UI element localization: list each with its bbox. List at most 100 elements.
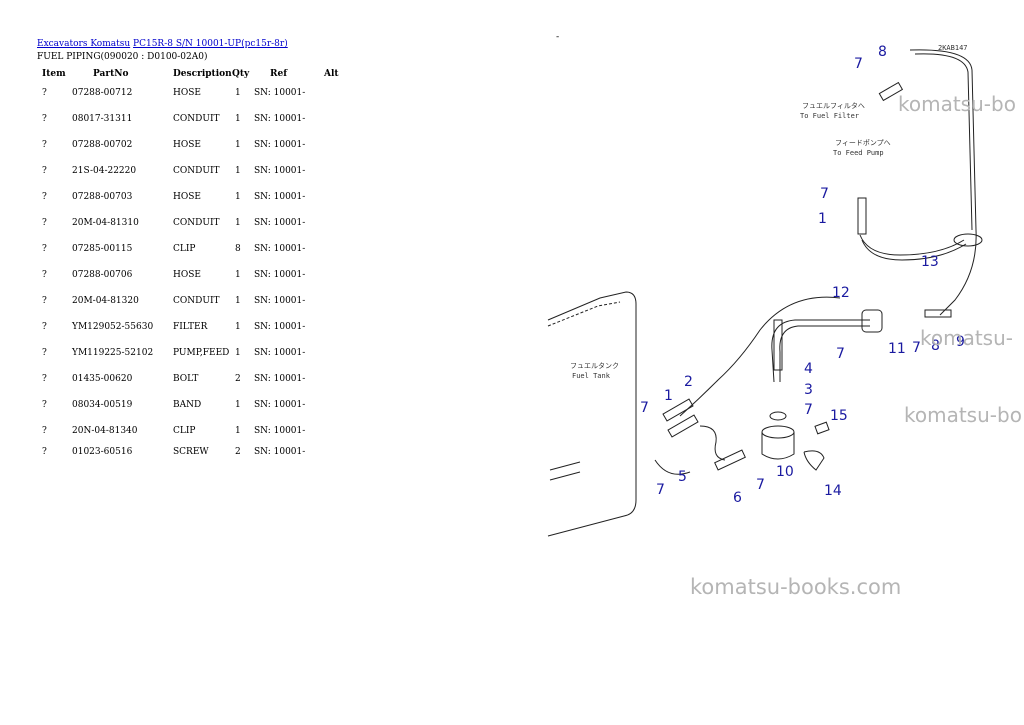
callout-number: 4	[804, 361, 813, 377]
row-partno: 07288-00712	[72, 88, 133, 98]
fuel-tank-jp: フュエルタンク	[570, 361, 619, 370]
row-partno: 20M-04-81310	[72, 218, 139, 228]
callout-number: 5	[678, 469, 687, 485]
parts-table: Item PartNo Description Qty Ref Alt ?072…	[37, 67, 354, 459]
row-partno: 07288-00706	[72, 270, 133, 280]
row-alt	[322, 106, 354, 132]
row-description: SCREW	[173, 446, 209, 457]
row-qty: 1	[235, 348, 241, 358]
row-ref: SN: 10001-	[254, 244, 306, 254]
row-alt	[322, 184, 354, 210]
fuel-piping-diagram: 2KAB147 フュエルフィルタへ To Fuel Filter フィードポンプ…	[547, 44, 983, 537]
page-title: FUEL PIPING(090020 : D0100-02A0)	[37, 52, 208, 62]
row-qty: 1	[235, 426, 241, 436]
row-partno: 07285-00115	[72, 244, 133, 254]
row-ref: SN: 10001-	[254, 114, 306, 124]
row-alt	[322, 340, 354, 366]
row-item: ?	[42, 400, 47, 410]
row-ref: SN: 10001-	[254, 166, 306, 176]
fuel-tank-label: Fuel Tank	[572, 372, 611, 380]
to-feed-pump-jp: フィードポンプへ	[835, 139, 891, 147]
row-qty: 1	[235, 114, 241, 124]
callout-number: 7	[656, 482, 665, 498]
row-qty: 1	[235, 296, 241, 306]
row-alt	[322, 158, 354, 184]
row-partno: 20N-04-81340	[72, 426, 138, 436]
row-item: ?	[42, 296, 47, 306]
row-partno: 08034-00519	[72, 400, 133, 410]
breadcrumb-link-excavators[interactable]: Excavators Komatsu	[37, 39, 131, 49]
row-qty: 1	[235, 88, 241, 98]
callout-number: 3	[804, 382, 813, 398]
to-fuel-filter-jp: フュエルフィルタへ	[802, 101, 865, 110]
row-qty: 1	[235, 140, 241, 150]
row-ref: SN: 10001-	[254, 374, 306, 384]
row-item: ?	[42, 322, 47, 332]
row-alt	[322, 288, 354, 314]
row-ref: SN: 10001-	[254, 446, 306, 457]
row-ref: SN: 10001-	[254, 218, 306, 228]
callout-number: 1	[818, 211, 827, 227]
parts-list-panel: Excavators Komatsu PC15R-8 S/N 10001-UP(…	[37, 39, 537, 459]
row-alt	[322, 262, 354, 288]
header-description: Description	[173, 68, 232, 79]
to-fuel-filter-label: To Fuel Filter	[800, 112, 859, 120]
row-alt	[322, 314, 354, 340]
breadcrumb-link-model[interactable]: PC15R-8 S/N 10001-UP(pc15r-8r)	[133, 39, 288, 49]
row-description: HOSE	[173, 270, 201, 280]
callout-number: 8	[931, 338, 940, 354]
row-ref: SN: 10001-	[254, 348, 306, 358]
row-item: ?	[42, 374, 47, 384]
row-description: CLIP	[173, 244, 196, 254]
row-description: BAND	[173, 400, 202, 410]
table-row: ? 08034-00519 BAND 1 SN: 10001-	[37, 392, 354, 418]
callout-number: 12	[832, 285, 850, 301]
row-description: FILTER	[173, 322, 208, 332]
callout-number: 15	[830, 408, 848, 424]
header-item: Item	[42, 68, 66, 79]
row-item: ?	[42, 114, 47, 124]
row-description: HOSE	[173, 140, 201, 150]
row-partno: 01435-00620	[72, 374, 133, 384]
row-partno: 07288-00702	[72, 140, 133, 150]
row-item: ?	[42, 192, 47, 202]
row-description: CONDUIT	[173, 114, 220, 124]
callout-number: 8	[878, 44, 887, 60]
row-qty: 1	[235, 270, 241, 280]
row-alt	[322, 444, 354, 459]
row-item: ?	[42, 446, 47, 457]
pipe-top-loop	[909, 49, 977, 316]
row-qty: 1	[235, 400, 241, 410]
row-ref: SN: 10001-	[254, 400, 306, 410]
row-ref: SN: 10001-	[254, 192, 306, 202]
row-qty: 8	[235, 244, 241, 254]
callout-number: 13	[921, 254, 939, 270]
watermark-bottom: komatsu-books.com	[690, 575, 902, 599]
row-item: ?	[42, 270, 47, 280]
watermark-middle-right: komatsu-	[920, 326, 1013, 350]
row-partno: 01023-60516	[72, 446, 133, 457]
callout-number: 7	[836, 346, 845, 362]
callout-number: 7	[640, 400, 649, 416]
to-feed-pump-label: To Feed Pump	[833, 149, 884, 157]
feed-pump-shape	[861, 309, 883, 333]
row-description: PUMP,FEED	[173, 348, 230, 358]
row-description: HOSE	[173, 192, 201, 202]
row-partno: 08017-31311	[72, 114, 133, 124]
row-description: CONDUIT	[173, 218, 220, 228]
row-item: ?	[42, 166, 47, 176]
row-partno: YM129052-55630	[72, 322, 154, 332]
row-qty: 1	[235, 192, 241, 202]
callout-number: 1	[664, 388, 673, 404]
tick-mark: -	[556, 32, 560, 42]
row-ref: SN: 10001-	[254, 270, 306, 280]
table-header-row: Item PartNo Description Qty Ref Alt	[37, 67, 354, 80]
row-qty: 1	[235, 322, 241, 332]
